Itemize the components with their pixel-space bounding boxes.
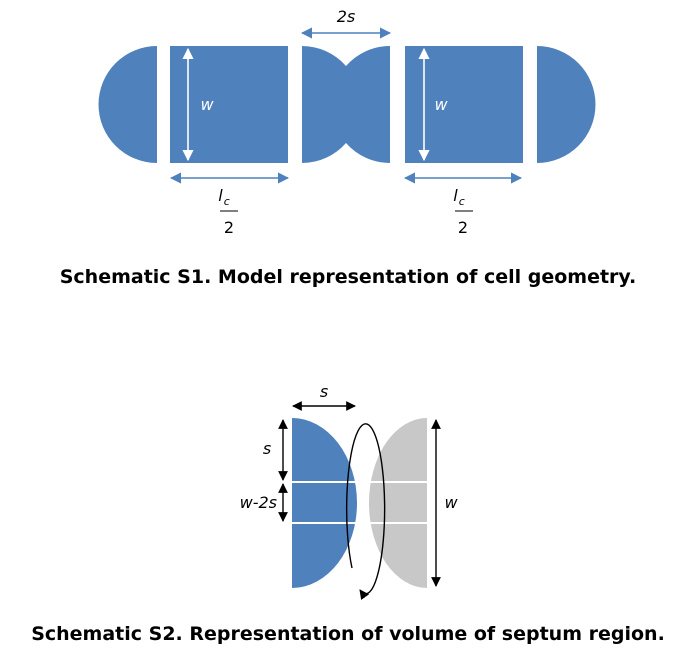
septum-half-shape [292, 418, 357, 588]
right-fraction-denominator: 2 [458, 218, 468, 237]
schematic-s2: s s w-2s w Schematic S2. Representation … [31, 382, 665, 645]
full-width-label: w [444, 493, 458, 512]
s-vertical-label: s [263, 439, 271, 458]
svg-text:lc: lc [218, 186, 230, 208]
left-half-length-fraction: lc 2 [218, 186, 238, 237]
right-cylinder [405, 46, 523, 163]
schematic-s2-caption: Schematic S2. Representation of volume o… [31, 623, 665, 645]
right-fraction-subscript: c [459, 195, 465, 208]
middle-segment-label: w-2s [240, 493, 277, 512]
left-width-label: w [200, 95, 214, 114]
left-fraction-denominator: 2 [224, 218, 234, 237]
s-horizontal-label: s [320, 382, 328, 401]
right-half-length-fraction: lc 2 [453, 186, 473, 237]
septum-shape [302, 46, 390, 163]
right-width-label: w [434, 95, 448, 114]
right-fraction-numerator: l [453, 186, 458, 205]
svg-text:lc: lc [453, 186, 465, 208]
rotation-arrow [345, 423, 386, 601]
schematic-s1-caption: Schematic S1. Model representation of ce… [60, 266, 637, 288]
right-pole-cap [537, 46, 596, 163]
left-pole-cap [98, 46, 157, 163]
schematic-s1: 2s w w lc 2 lc 2 Schematic S1. Model rep… [60, 7, 637, 288]
septum-width-label: 2s [337, 7, 356, 26]
left-fraction-subscript: c [224, 195, 230, 208]
left-fraction-numerator: l [218, 186, 223, 205]
